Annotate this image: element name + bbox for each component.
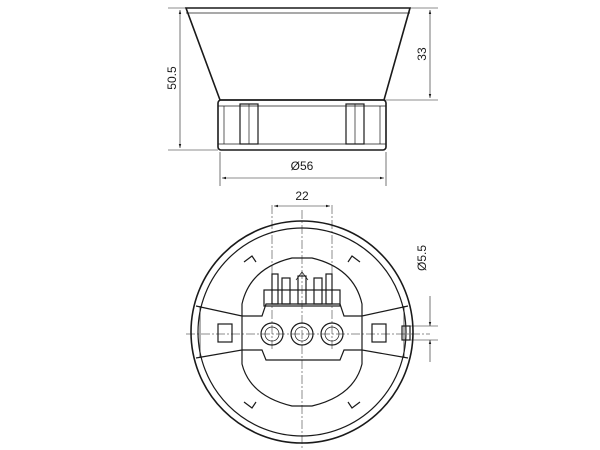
- clip-bottom-left: [243, 401, 257, 409]
- mounting-hole: [401, 325, 411, 341]
- pin-spacing-label: 22: [295, 189, 309, 203]
- clip-bottom-right: [347, 401, 361, 409]
- right-lug: [361, 305, 409, 359]
- upper-height-label: 33: [415, 47, 429, 61]
- hole-diameter-label: Ø5.5: [415, 245, 429, 271]
- clip-top-left: [243, 255, 257, 263]
- side-view: 50.5 33 Ø56: [165, 7, 438, 186]
- top-view: 22 Ø5.5: [186, 189, 438, 450]
- diameter-label: Ø56: [291, 159, 314, 173]
- base-collar: [217, 99, 387, 151]
- overall-height-label: 50.5: [165, 66, 179, 90]
- clip-top-right: [347, 255, 361, 263]
- shade-body: [184, 7, 412, 101]
- left-lug: [195, 305, 243, 359]
